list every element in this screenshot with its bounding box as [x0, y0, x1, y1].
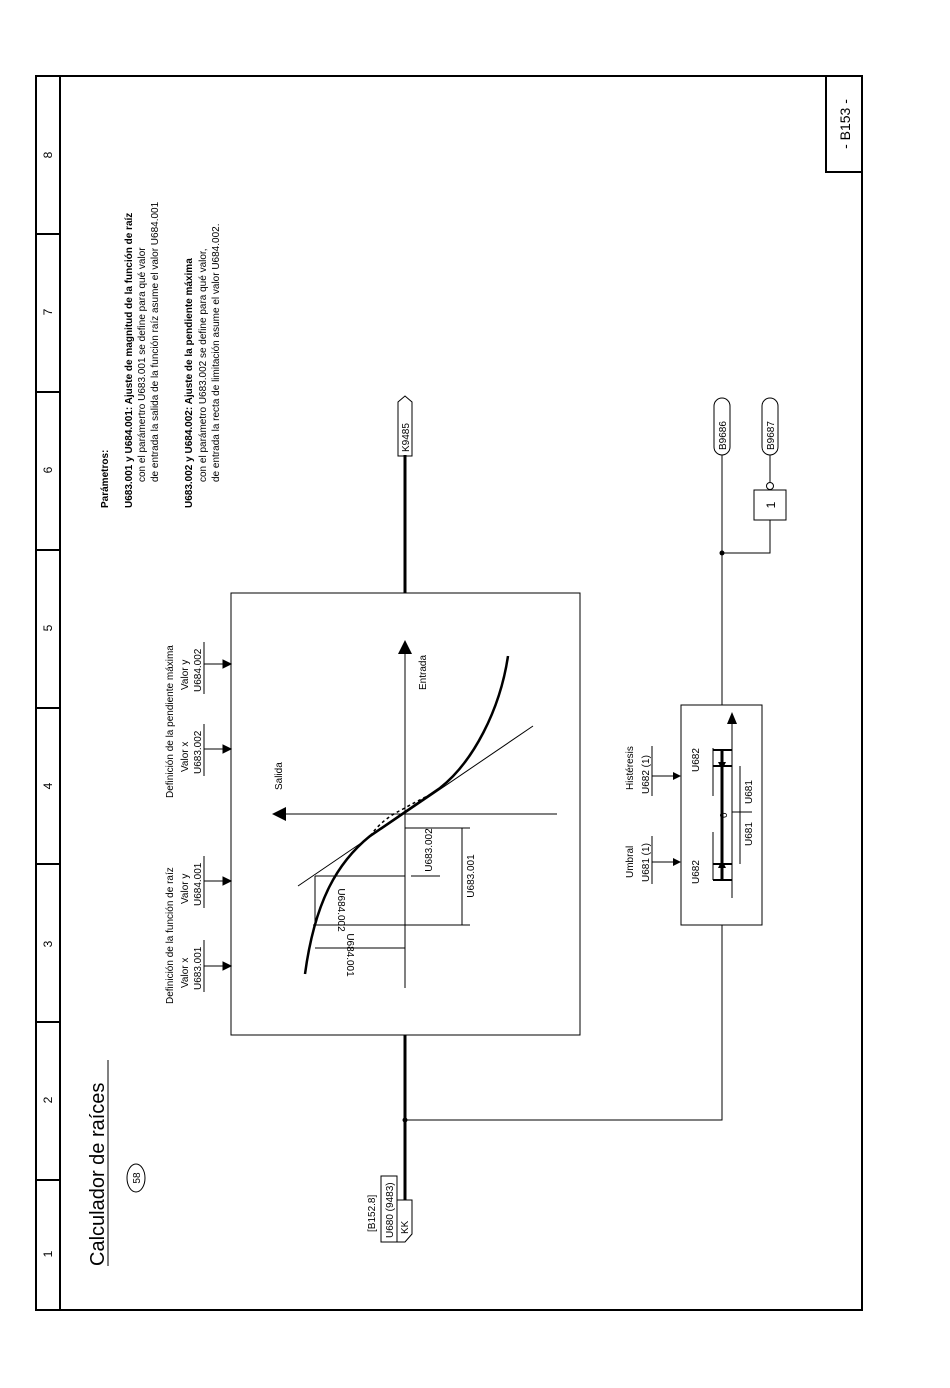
root-y-param: U684.001 — [193, 862, 204, 906]
column-number: 7 — [41, 308, 55, 315]
column-numbers: 1 2 3 4 5 6 7 8 — [41, 151, 55, 1257]
output-b9686: B9686 — [713, 397, 731, 456]
u681-upper: U681 — [744, 780, 755, 804]
input-axis-arrow — [398, 640, 412, 654]
output-b9687: B9687 — [761, 397, 779, 456]
svg-text:B9687: B9687 — [766, 421, 777, 450]
param1-line2: de entrada la salida de la función raíz … — [150, 201, 161, 482]
output-axis-arrow — [272, 807, 286, 821]
param1-line1: con el parámertro U683.001 se define par… — [137, 247, 148, 482]
column-number: 1 — [41, 1250, 55, 1257]
dim-y2: U684.002 — [335, 888, 346, 932]
output-axis-label: Salida — [274, 762, 285, 790]
root-curve-dashed — [369, 787, 441, 837]
inverter-bubble — [766, 482, 774, 490]
slope-x-label: Valor x — [180, 742, 191, 772]
dim-x2: U683.002 — [424, 828, 435, 872]
param1-title: U683.001 y U684.001: Ajuste de magnitud … — [124, 213, 135, 508]
slope-y-label: Valor y — [180, 660, 191, 690]
sheet-id: - B153 - — [837, 99, 853, 149]
outer-frame — [35, 75, 863, 1311]
param2-title: U683.002 y U684.002: Ajuste de la pendie… — [184, 258, 195, 508]
input-param: U680 (9483) — [385, 1182, 396, 1238]
root-curve — [303, 655, 510, 975]
column-number: 6 — [41, 466, 55, 473]
hyst-param: U682 (1) — [641, 755, 652, 794]
branch-line — [405, 925, 723, 1121]
sheet-id-box — [825, 75, 863, 173]
column-number: 8 — [41, 151, 55, 158]
page-title: Calculador de raíces — [87, 1083, 109, 1266]
output-k9485: K9485 — [401, 423, 412, 452]
inverter-label: 1 — [764, 501, 778, 508]
page-ref-oval — [126, 1163, 146, 1193]
threshold-zero: 0 — [719, 812, 730, 818]
column-number: 5 — [41, 624, 55, 631]
column-number: 2 — [41, 1096, 55, 1103]
params-header: Parámetros: — [100, 450, 111, 508]
dimension-lines — [313, 827, 470, 949]
hyst-label: Histéresis — [625, 746, 636, 790]
param2-line1: con el parámetro U683.002 se define para… — [198, 249, 209, 483]
threshold-characteristic — [712, 712, 752, 898]
root-x-param: U683.001 — [193, 946, 204, 990]
svg-text:B9686: B9686 — [718, 421, 729, 450]
column-number: 3 — [41, 940, 55, 947]
root-def-title: Definición de la función de raíz — [165, 867, 176, 1004]
column-separators — [36, 233, 60, 1181]
inverter-feed — [722, 520, 771, 554]
output-connector: K9485 — [397, 395, 413, 457]
dim-y1: U684.001 — [344, 933, 355, 977]
u682-lower: U682 — [691, 860, 702, 884]
root-y-label: Valor y — [180, 874, 191, 904]
slope-y-param: U684.002 — [193, 648, 204, 692]
definition-arrows — [204, 659, 233, 971]
column-number: 4 — [41, 782, 55, 789]
param2-line2: de entrada la recta de limitación asume … — [211, 224, 222, 482]
input-type: KK — [400, 1220, 411, 1234]
slope-def-title: Definición de la pendiente máxima — [165, 645, 176, 798]
dim-x1: U683.001 — [466, 854, 477, 898]
page-ref: 58 — [132, 1172, 143, 1184]
umbral-param: U681 (1) — [641, 843, 652, 882]
u682-upper: U682 — [691, 748, 702, 772]
root-x-label: Valor x — [180, 958, 191, 988]
root-graph: Entrada Salida U683.001 U683.002 U684.00… — [272, 640, 557, 988]
definition-labels: Definición de la función de raíz Valor x… — [165, 642, 205, 1004]
root-function-block — [230, 592, 581, 1036]
input-axis-label: Entrada — [418, 655, 429, 690]
input-connector: [B152.8] U680 (9483) KK — [367, 1175, 413, 1243]
parameters-block: Parámetros: U683.001 y U684.001: Ajuste … — [100, 201, 222, 508]
umbral-label: Umbral — [625, 846, 636, 878]
slope-x-param: U683.002 — [193, 730, 204, 774]
u681-lower: U681 — [744, 822, 755, 846]
threshold-labels: Umbral U681 (1) Histéresis U682 (1) — [625, 746, 681, 884]
input-ref: [B152.8] — [367, 1195, 378, 1232]
